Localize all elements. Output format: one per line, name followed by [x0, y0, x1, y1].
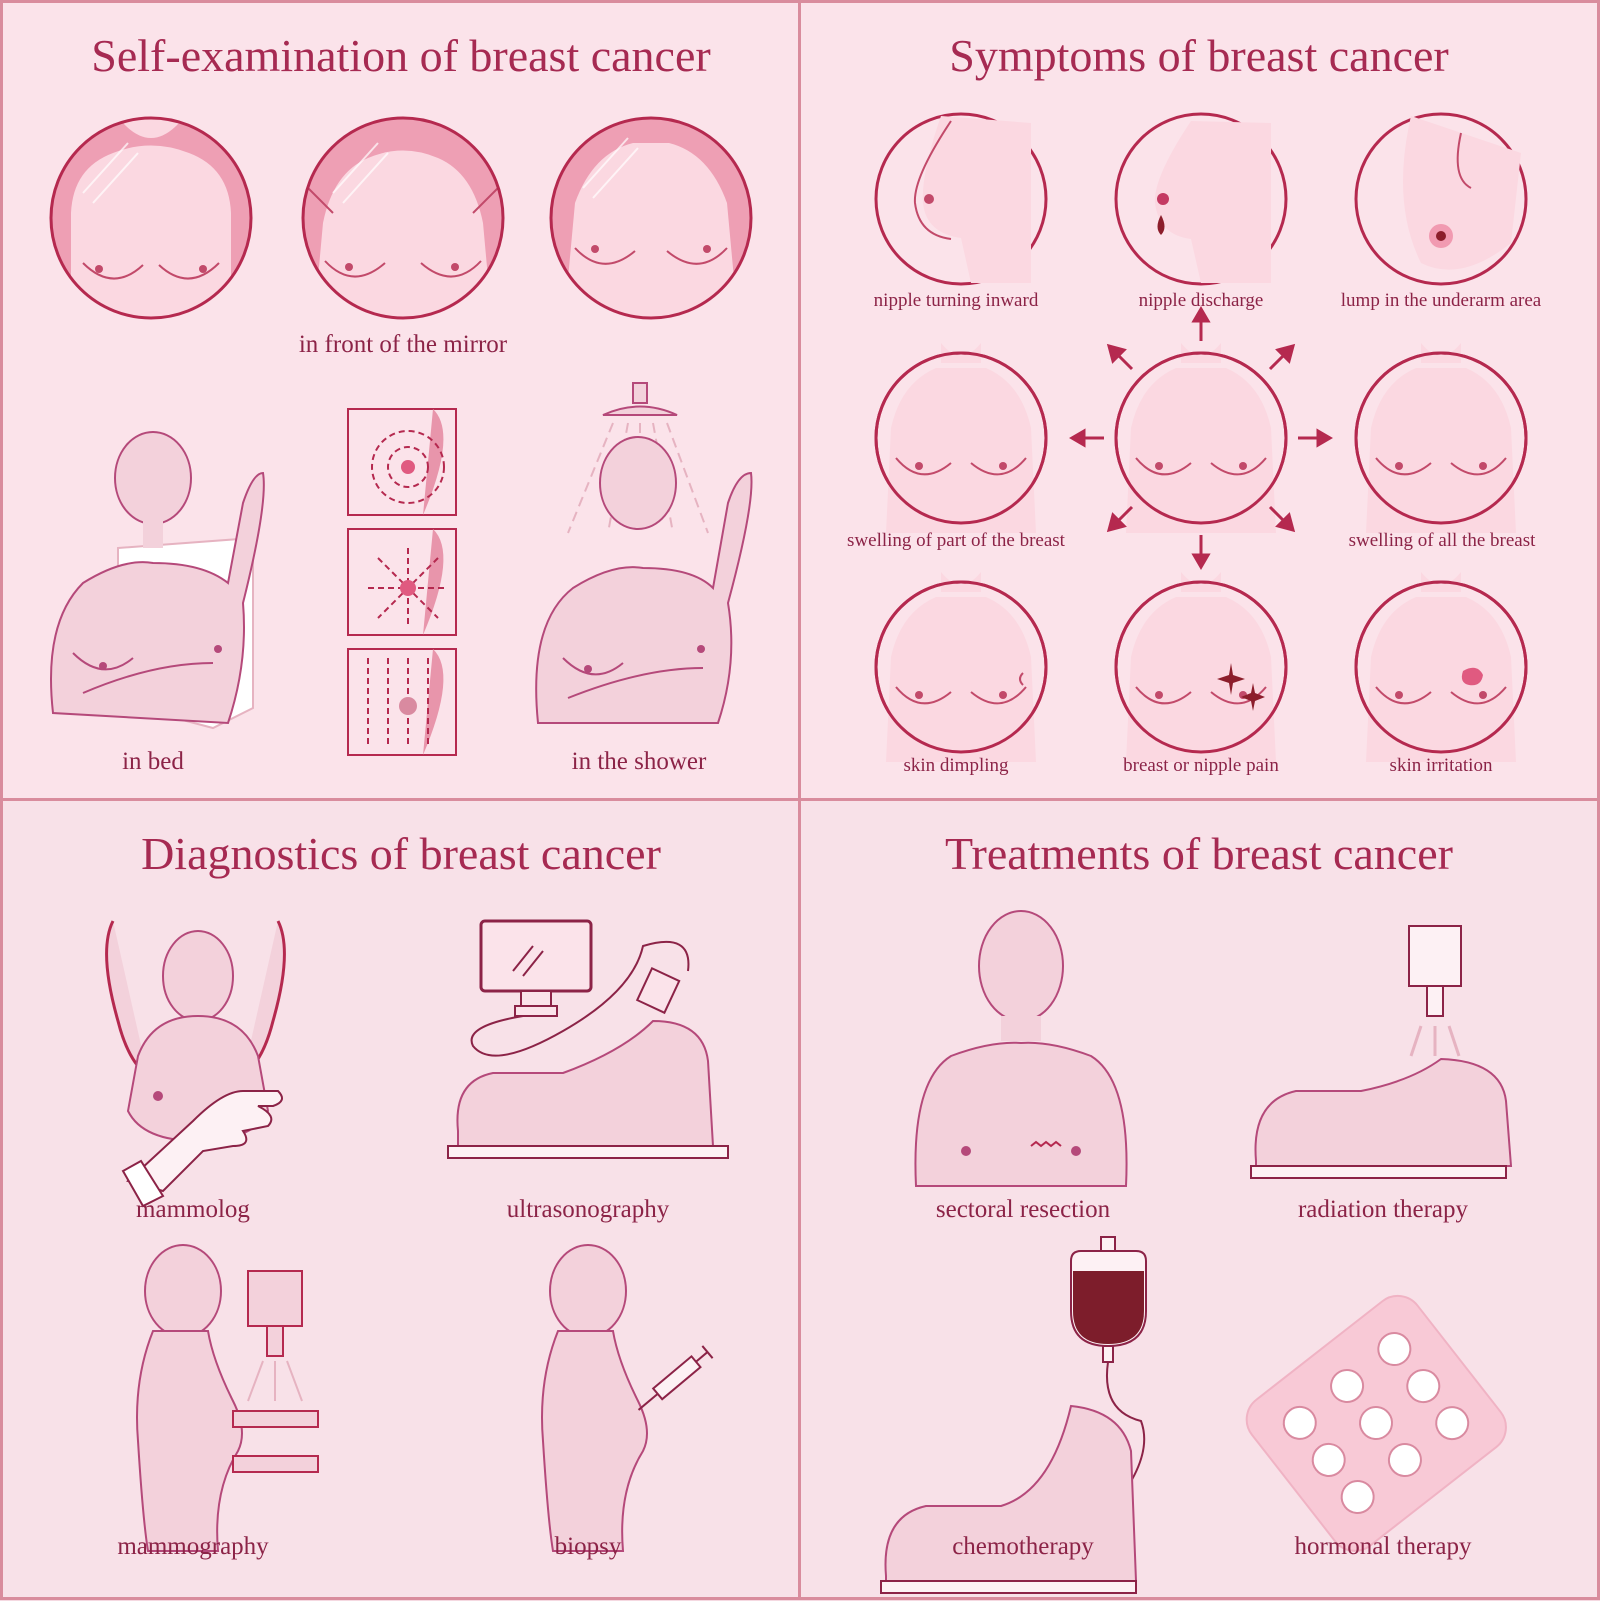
- symptom-nipple-turning-inward: [874, 112, 1048, 286]
- symptom-center-normal: [1114, 342, 1288, 534]
- symptom-breast-pain: [1114, 571, 1288, 763]
- bed-label: in bed: [122, 748, 184, 775]
- mammolog-illustration: [105, 920, 286, 1208]
- mirror-circle-2: [301, 116, 505, 320]
- treatment-label-4: hormonal therapy: [1294, 1533, 1472, 1560]
- technique-boxes: [347, 408, 457, 756]
- symptom-lump-underarm: [1354, 112, 1528, 286]
- hormonal-therapy-illustration: [1245, 1294, 1507, 1552]
- symptom-label-8: skin irritation: [1389, 755, 1493, 776]
- treatment-illustrations: [880, 910, 1513, 1594]
- treatments-panel: Treatments of breast cancer: [798, 798, 1600, 1600]
- radiation-therapy-illustration: [1250, 925, 1513, 1179]
- mammography-illustration: [136, 1244, 319, 1552]
- treatments-title: Treatments of breast cancer: [945, 828, 1453, 879]
- diagnostics-title: Diagnostics of breast cancer: [141, 828, 661, 879]
- diagnostic-illustrations: [105, 919, 729, 1552]
- symptom-label-2: nipple discharge: [1138, 290, 1264, 311]
- symptom-nipple-discharge: [1114, 112, 1288, 286]
- mirror-illustrations: [49, 116, 753, 756]
- self-exam-panel: Self-examination of breast cancer: [0, 0, 802, 802]
- biopsy-illustration: [541, 1244, 714, 1552]
- diagnostic-label-1: mammolog: [136, 1196, 250, 1223]
- sectoral-resection-illustration: [914, 910, 1128, 1187]
- symptom-swelling-all: [1354, 342, 1528, 534]
- mirror-circle-1: [49, 116, 253, 320]
- ultrasonography-illustration: [447, 919, 729, 1159]
- chemotherapy-illustration: [880, 1236, 1147, 1594]
- diagnostic-label-4: biopsy: [554, 1533, 622, 1560]
- diagnostic-label-2: ultrasonography: [506, 1196, 670, 1223]
- symptom-skin-dimpling: [874, 571, 1048, 763]
- symptom-label-4: swelling of part of the breast: [847, 530, 1065, 551]
- symptom-label-1: nipple turning inward: [873, 290, 1039, 311]
- symptoms-panel: Symptoms of breast cancer: [798, 0, 1600, 802]
- symptom-skin-irritation: [1354, 571, 1528, 763]
- treatment-label-1: sectoral resection: [935, 1196, 1111, 1223]
- treatment-label-2: radiation therapy: [1297, 1196, 1469, 1223]
- diagnostic-label-3: mammography: [117, 1533, 269, 1560]
- symptom-label-7: breast or nipple pain: [1123, 755, 1279, 776]
- symptom-label-3: lump in the underarm area: [1340, 290, 1542, 311]
- mirror-circle-3: [549, 116, 753, 320]
- in-the-shower-illustration: [535, 382, 753, 724]
- self-exam-title: Self-examination of breast cancer: [91, 30, 711, 81]
- in-bed-illustration: [50, 431, 265, 730]
- arrow-icons: [1069, 306, 1333, 570]
- mirror-label: in front of the mirror: [298, 331, 508, 358]
- symptoms-title: Symptoms of breast cancer: [949, 30, 1449, 81]
- symptom-illustrations: [874, 112, 1528, 763]
- symptom-label-5: swelling of all the breast: [1348, 530, 1536, 551]
- symptom-swelling-part: [874, 342, 1048, 534]
- diagnostics-panel: Diagnostics of breast cancer: [0, 798, 802, 1600]
- shower-label: in the shower: [571, 748, 707, 775]
- symptom-label-6: skin dimpling: [903, 755, 1009, 776]
- treatment-label-3: chemotherapy: [952, 1533, 1094, 1560]
